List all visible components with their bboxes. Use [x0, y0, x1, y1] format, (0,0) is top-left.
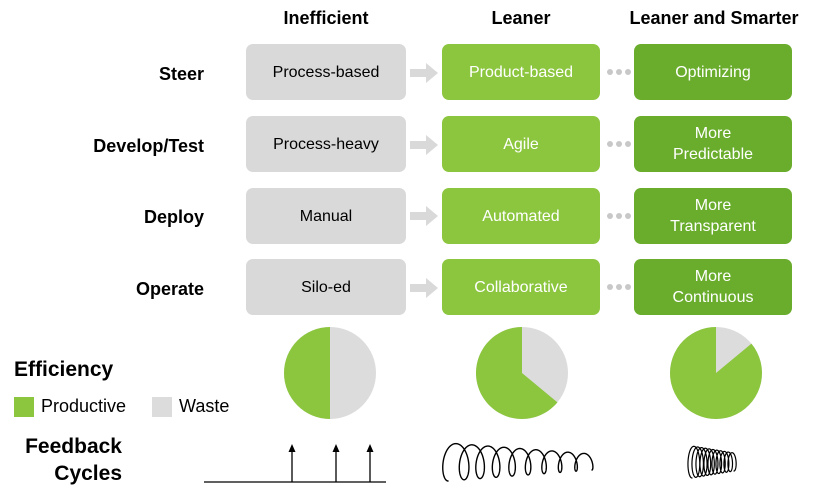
- efficiency-pie-leaner: [475, 327, 568, 419]
- operate-inefficient-box: Silo-ed: [246, 259, 406, 315]
- row-label-steer: Steer: [158, 63, 204, 84]
- develop-test-smarter-box: More Predictable: [634, 116, 792, 172]
- ellipsis-dots-icon: [607, 141, 631, 147]
- pie-slice-productive: [669, 327, 762, 419]
- feedback-cycles-inefficient-graphic: [204, 444, 386, 483]
- row-label-develop-test: Develop/Test: [93, 135, 204, 156]
- legend-waste-label: Waste: [179, 396, 230, 416]
- efficiency-pie-inefficient: [284, 327, 376, 419]
- steer-inefficient-box: Process-based: [246, 44, 406, 100]
- arrow-right-icon: [410, 63, 438, 83]
- feedback-cycles-smarter-coil-graphic: [687, 445, 737, 479]
- deploy-smarter-box: More Transparent: [634, 188, 792, 244]
- column-heading-leaner: Leaner: [491, 8, 551, 28]
- row-label-deploy: Deploy: [143, 206, 204, 227]
- legend-waste: Waste: [152, 396, 229, 417]
- ellipsis-dots-icon: [607, 213, 631, 219]
- legend-productive: Productive: [14, 396, 126, 417]
- column-heading-leaner-and-smarter: Leaner and Smarter: [629, 8, 799, 28]
- column-heading-inefficient: Inefficient: [283, 8, 369, 28]
- deploy-leaner-box: Automated: [442, 188, 600, 244]
- row-label-operate: Operate: [135, 278, 204, 299]
- pie-slice-productive: [475, 327, 558, 419]
- ellipsis-dots-icon: [607, 284, 631, 290]
- operate-leaner-box: Collaborative: [442, 259, 600, 315]
- steer-leaner-box: Product-based: [442, 44, 600, 100]
- arrow-right-icon: [410, 278, 438, 298]
- legend-productive-label: Productive: [41, 396, 127, 416]
- feedback-cycles-title: Feedback Cycles: [25, 435, 122, 485]
- arrow-right-icon: [410, 206, 438, 226]
- pie-slice-productive: [284, 327, 330, 419]
- arrow-right-icon: [410, 135, 438, 155]
- steer-smarter-box: Optimizing: [634, 44, 792, 100]
- operate-smarter-box: More Continuous: [634, 259, 792, 315]
- efficiency-title: Efficiency: [14, 358, 114, 381]
- feedback-cycles-leaner-coil-graphic: [442, 442, 594, 482]
- efficiency-pie-leaner-and-smarter: [669, 327, 762, 419]
- develop-test-inefficient-box: Process-heavy: [246, 116, 406, 172]
- waste-swatch: [152, 396, 172, 417]
- deploy-inefficient-box: Manual: [246, 188, 406, 244]
- productive-swatch: [14, 396, 34, 417]
- develop-test-leaner-box: Agile: [442, 116, 600, 172]
- ellipsis-dots-icon: [607, 69, 631, 75]
